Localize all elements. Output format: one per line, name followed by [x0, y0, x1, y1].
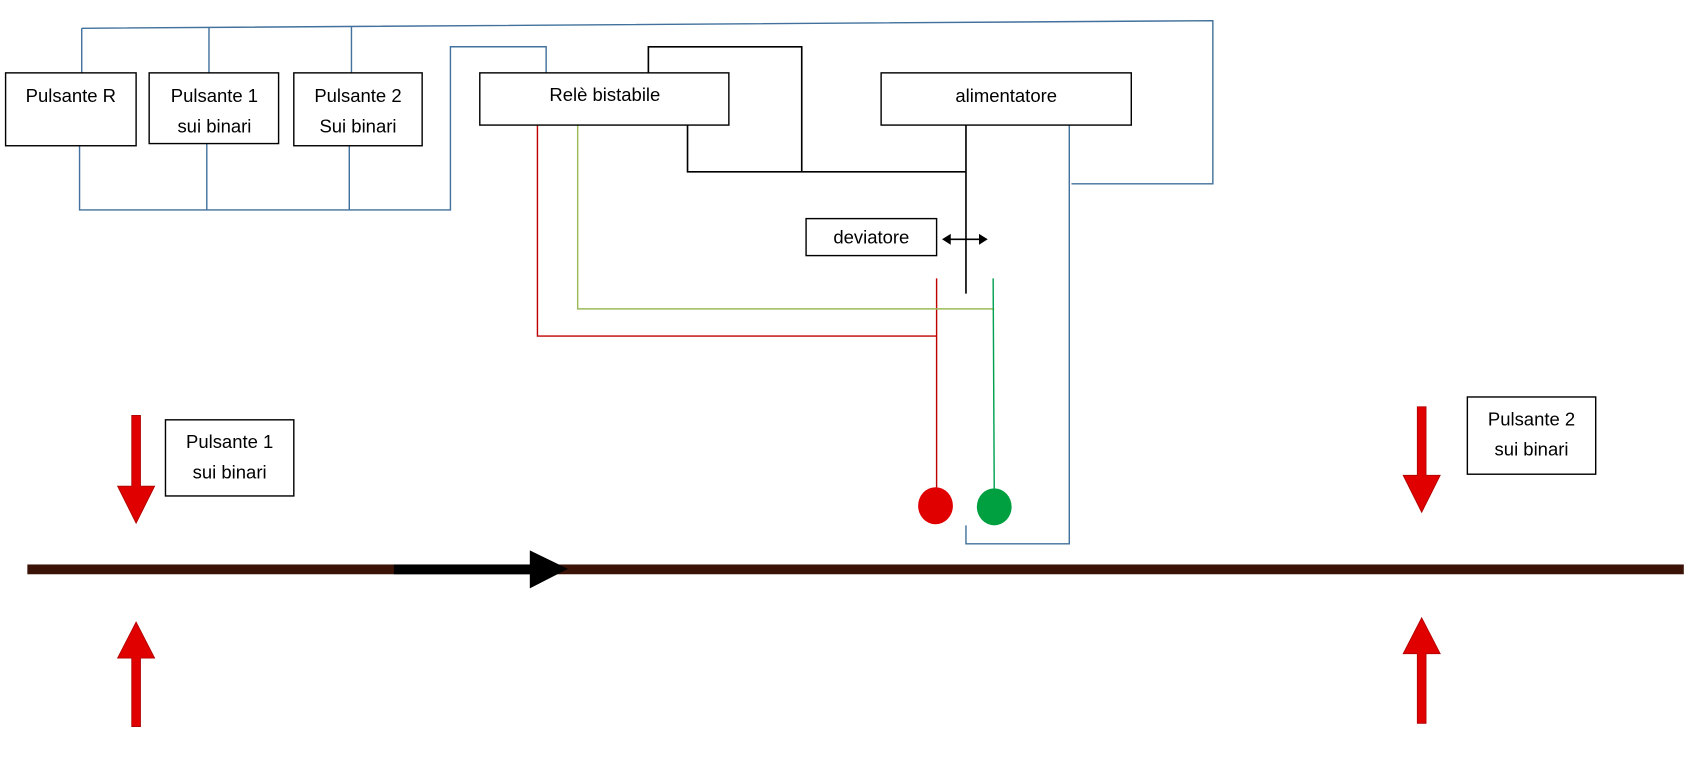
- box-pulsante-r: [4, 72, 137, 147]
- double-arrow-icon: [942, 233, 988, 245]
- box-deviatore: [805, 217, 938, 257]
- box-track-pulsante-2: [1466, 396, 1597, 475]
- label-alimentatore: alimentatore: [955, 85, 1057, 106]
- box-alimentatore: [880, 72, 1132, 126]
- direction-arrow-icon: [393, 550, 568, 589]
- arrow-up-left-icon: [116, 621, 156, 727]
- box-rele-bistabile: [479, 72, 730, 126]
- label-track-pulsante-1-l1: Pulsante 1: [186, 431, 273, 452]
- box-pulsante-2: [293, 72, 423, 147]
- label-pulsante-2-l1: Pulsante 2: [314, 85, 401, 106]
- yellowgreen-wire: [576, 125, 995, 310]
- black-wire-a: [647, 45, 803, 172]
- green-lamp: [976, 488, 1012, 526]
- box-track-pulsante-1: [164, 419, 295, 497]
- arrow-up-right-icon: [1402, 616, 1441, 724]
- label-track-pulsante-1-l2: sui binari: [193, 462, 267, 483]
- box-pulsante-1: [148, 72, 280, 145]
- blue-wires: [78, 19, 1214, 545]
- blue-alimentatore-return: [965, 125, 1070, 545]
- label-pulsante-1-l1: Pulsante 1: [171, 85, 258, 106]
- blue-top-bus: [81, 19, 1214, 185]
- red-lamp: [918, 487, 953, 525]
- track: [27, 564, 1684, 575]
- label-track-pulsante-2-l2: sui binari: [1495, 439, 1569, 460]
- label-rele-bistabile: Relè bistabile: [549, 84, 660, 105]
- blue-bottom-bus: [78, 46, 547, 211]
- label-pulsante-2-l2: Sui binari: [319, 116, 396, 137]
- black-wires: [647, 45, 967, 294]
- label-pulsante-r: Pulsante R: [26, 85, 116, 106]
- red-wire: [536, 125, 937, 337]
- label-pulsante-1-l2: sui binari: [177, 116, 251, 137]
- green-wire-lamp: [992, 278, 995, 492]
- black-wire-b: [686, 125, 966, 173]
- arrow-down-right-icon: [1402, 406, 1441, 514]
- label-deviatore: deviatore: [833, 227, 909, 248]
- arrow-down-left-icon: [116, 415, 156, 525]
- label-track-pulsante-2-l1: Pulsante 2: [1488, 408, 1575, 429]
